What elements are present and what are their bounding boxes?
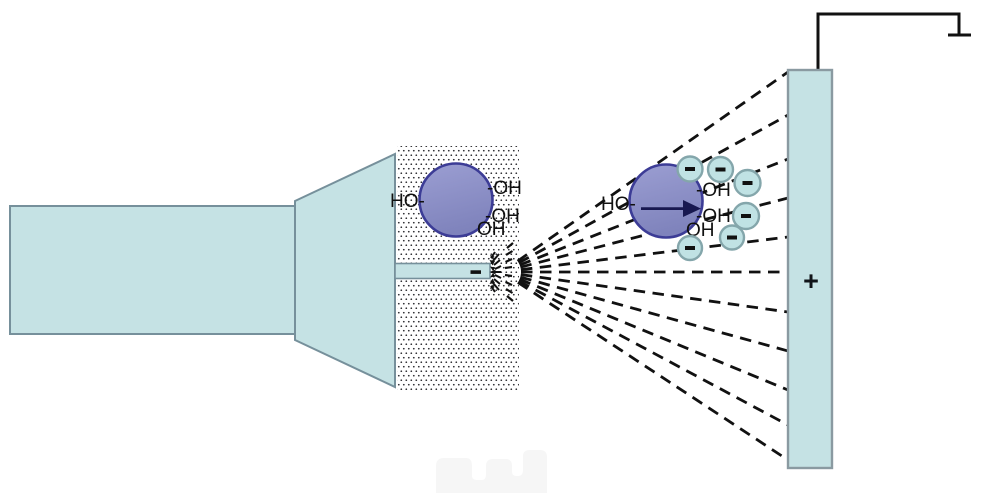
svg-text:OH: OH — [477, 219, 506, 240]
svg-text:HO-: HO- — [390, 191, 425, 212]
svg-text:HO-: HO- — [601, 194, 636, 215]
svg-text:-OH: -OH — [696, 180, 731, 201]
svg-text:-OH: -OH — [487, 178, 522, 199]
svg-text:-OH: -OH — [485, 206, 520, 227]
svg-text:+: + — [803, 266, 819, 296]
svg-text:-OH: -OH — [696, 206, 731, 227]
